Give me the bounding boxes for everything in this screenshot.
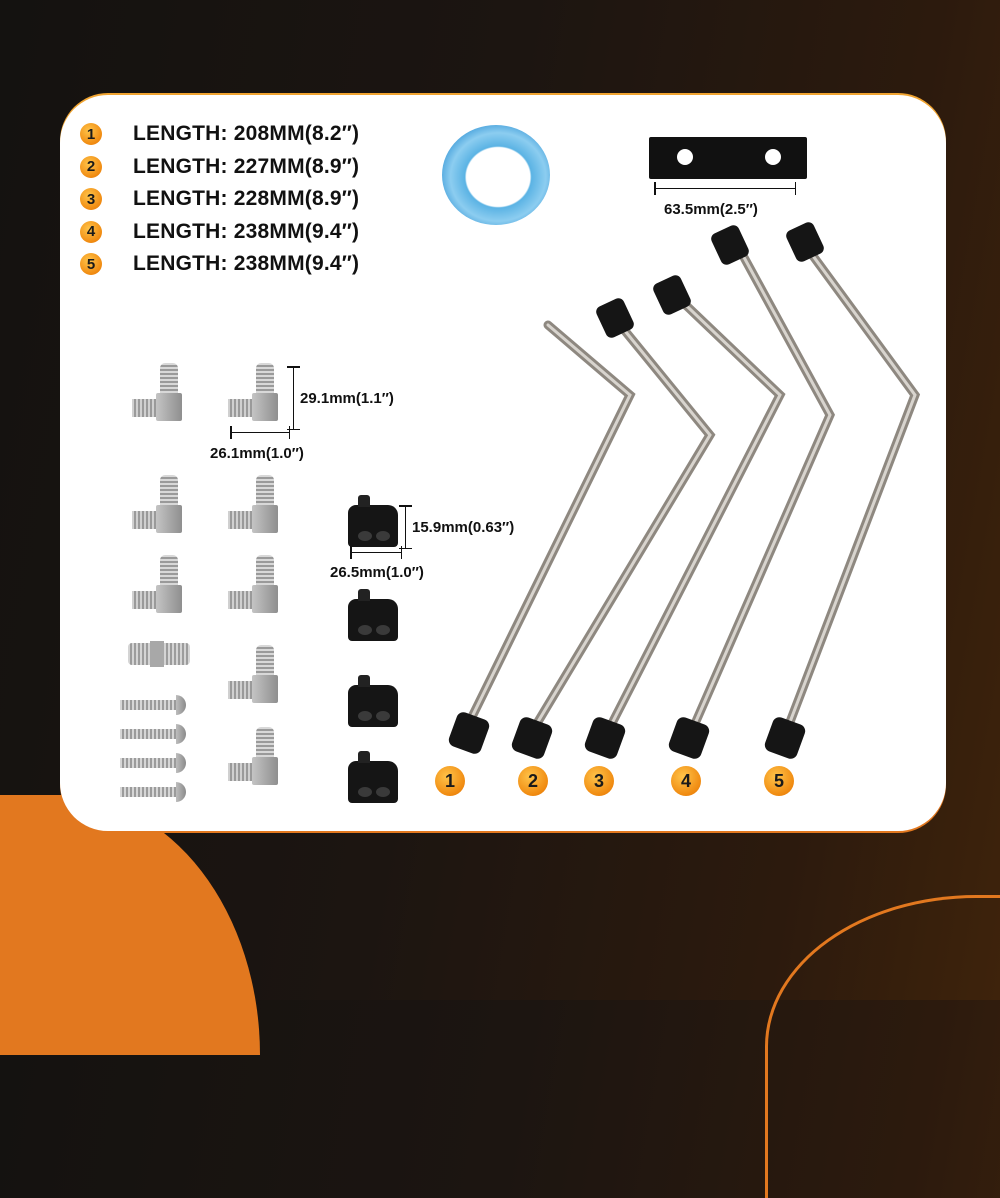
number-badge: 5 xyxy=(80,253,102,275)
elbow-fitting xyxy=(228,363,288,423)
elbow-fitting xyxy=(228,475,288,535)
mount-bar-dimension: 63.5mm(2.5″) xyxy=(664,201,758,218)
orange-arc-decoration xyxy=(765,895,1000,1198)
elbow-fitting xyxy=(132,475,192,535)
elbow-height-dimension: 29.1mm(1.1″) xyxy=(300,390,394,407)
tube-number-badge: 1 xyxy=(435,766,465,796)
tube-number-badge: 4 xyxy=(671,766,701,796)
product-card: 1 LENGTH: 208MM(8.2″) 2 LENGTH: 227MM(8.… xyxy=(60,95,946,831)
legend-item: 2 LENGTH: 227MM(8.9″) xyxy=(80,152,359,182)
elbow-fitting xyxy=(132,363,192,423)
number-badge: 2 xyxy=(80,155,102,178)
bar-hole xyxy=(765,149,781,165)
black-block xyxy=(348,675,398,727)
legend-text: LENGTH: 208MM(8.2″) xyxy=(133,122,360,145)
block-height-dimension: 15.9mm(0.63″) xyxy=(412,519,515,536)
bolt xyxy=(120,695,188,715)
bolt xyxy=(120,782,188,802)
black-block xyxy=(348,589,398,641)
blue-ring-image xyxy=(442,125,550,225)
legend-text: LENGTH: 238MM(9.4″) xyxy=(133,219,360,243)
tube-assembly-image xyxy=(448,222,921,759)
orange-background-shape xyxy=(0,795,260,1055)
bar-hole xyxy=(677,149,693,165)
dimension-line xyxy=(654,182,796,195)
legend-item: 1 LENGTH: 208MM(8.2″) xyxy=(80,119,359,149)
bolt xyxy=(120,724,188,744)
elbow-fitting xyxy=(228,727,288,787)
legend-text: LENGTH: 227MM(8.9″) xyxy=(133,154,360,178)
elbow-fitting xyxy=(228,645,288,705)
legend-item: 3 LENGTH: 228MM(8.9″) xyxy=(80,184,359,214)
legend-text: LENGTH: 228MM(8.9″) xyxy=(133,187,360,210)
legend-item: 5 LENGTH: 238MM(9.4″) xyxy=(80,249,359,279)
legend-item: 4 LENGTH: 238MM(9.4″) xyxy=(80,217,359,247)
dimension-line xyxy=(230,426,290,439)
black-block xyxy=(348,495,398,547)
tube-number-badge: 5 xyxy=(764,766,794,796)
legend-text: LENGTH: 238MM(9.4″) xyxy=(133,252,360,275)
dimension-line xyxy=(287,366,300,430)
length-legend: 1 LENGTH: 208MM(8.2″) 2 LENGTH: 227MM(8.… xyxy=(80,119,359,282)
block-width-dimension: 26.5mm(1.0″) xyxy=(330,564,424,581)
tube-number-badge: 3 xyxy=(584,766,614,796)
elbow-fitting xyxy=(132,555,192,615)
mount-bar-image xyxy=(649,137,807,179)
dimension-line xyxy=(399,505,412,549)
dimension-line xyxy=(350,546,402,559)
number-badge: 1 xyxy=(80,123,102,145)
number-badge: 4 xyxy=(80,220,102,243)
number-badge: 3 xyxy=(80,188,102,210)
elbow-fitting xyxy=(228,555,288,615)
elbow-width-dimension: 26.1mm(1.0″) xyxy=(210,445,304,462)
tube-number-badge: 2 xyxy=(518,766,548,796)
union-fitting xyxy=(128,641,190,667)
black-block xyxy=(348,751,398,803)
bolt xyxy=(120,753,188,773)
